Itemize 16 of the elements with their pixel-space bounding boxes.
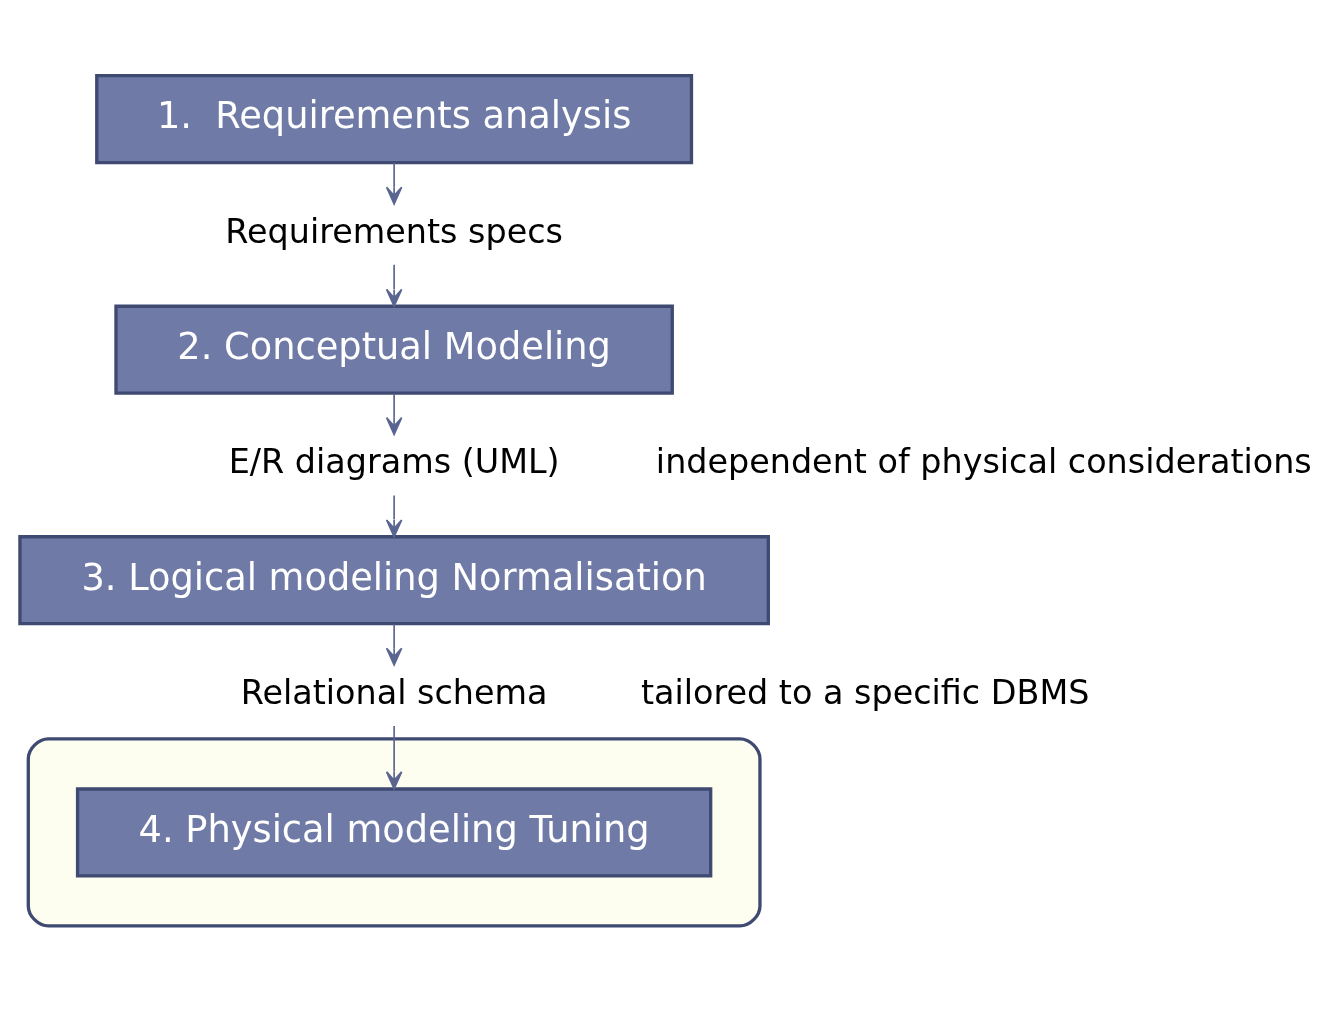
node-box: 3. Logical modeling Normalisation <box>18 535 770 626</box>
cluster <box>26 737 762 928</box>
node-text: Requirements specs <box>225 211 563 251</box>
arrow <box>385 162 403 205</box>
arrow <box>385 725 403 790</box>
node-text: Relational schema <box>240 672 548 712</box>
arrow <box>385 494 403 538</box>
node-box: 4. Physical modeling Tuning <box>75 787 713 878</box>
arrow <box>385 392 403 436</box>
arrow <box>385 264 403 307</box>
node-box: 2. Conceptual Modeling <box>114 304 674 395</box>
arrow <box>385 623 403 666</box>
node-text: E/R diagrams (UML) <box>228 442 560 482</box>
node-box: 1. Requirements analysis <box>95 74 694 165</box>
label: independent of physical considerations <box>655 442 1312 482</box>
label: tailored to a specific DBMS <box>640 672 1090 712</box>
